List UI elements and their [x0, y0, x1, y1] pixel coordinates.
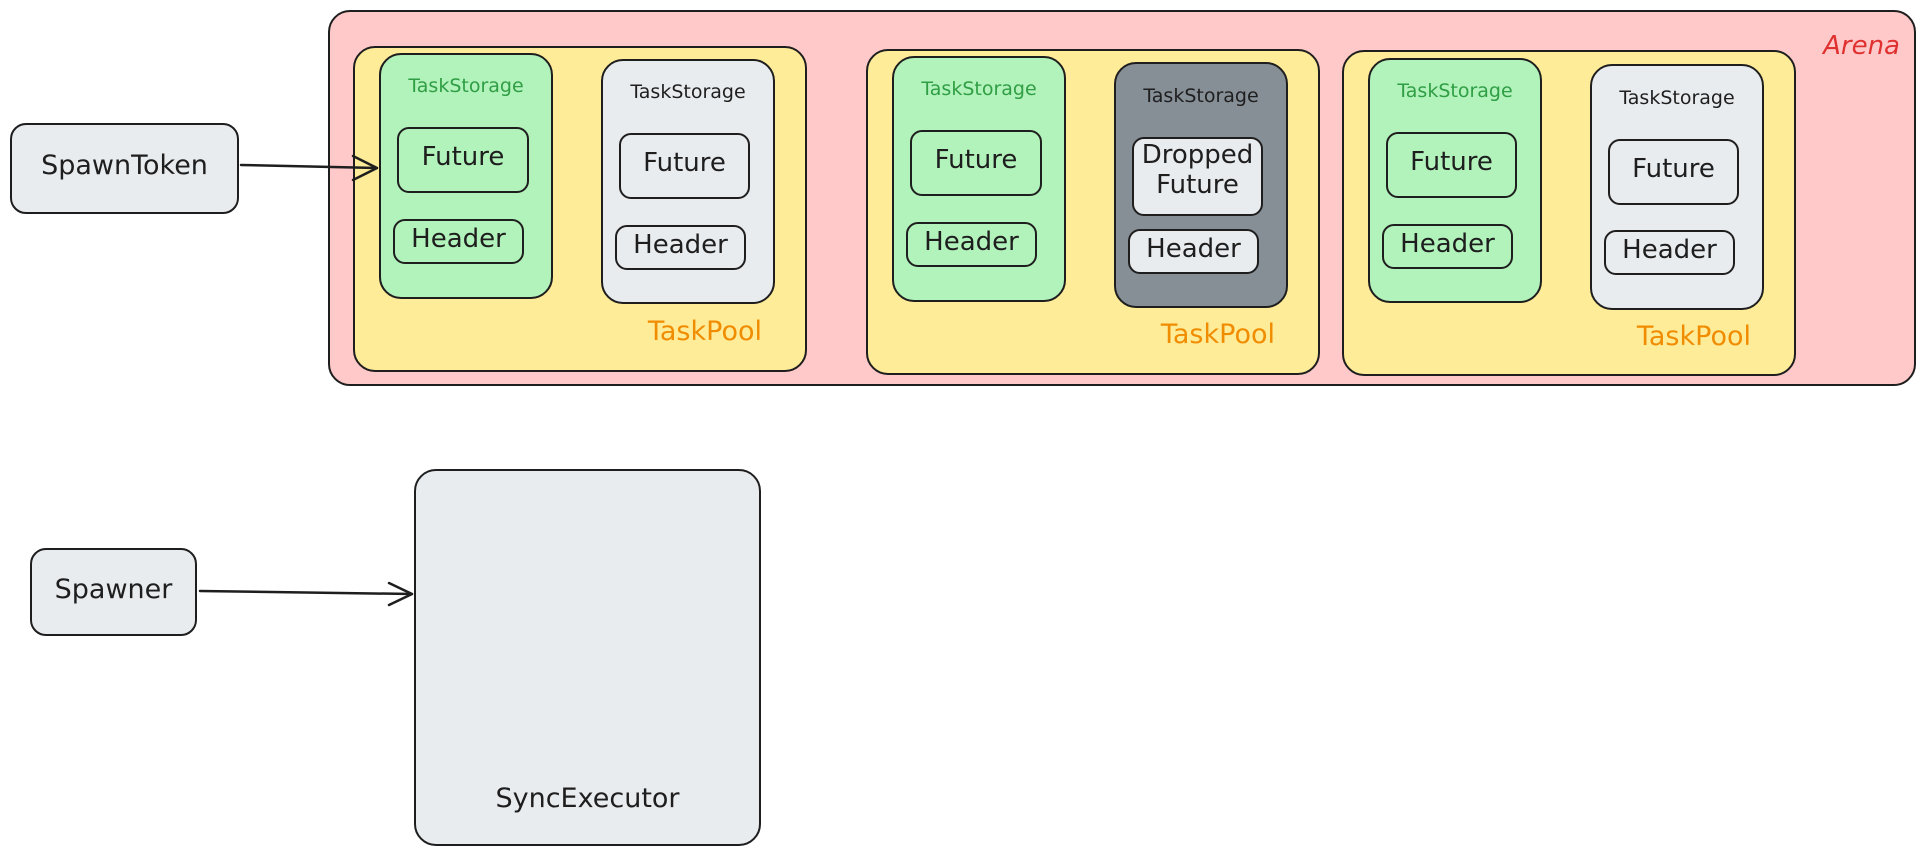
- spawn-token-box: [10, 123, 239, 214]
- header-1-1-label: Header: [411, 224, 506, 254]
- spawner-arrow: [198, 589, 414, 596]
- task-storage-3-1-label: TaskStorage: [1397, 80, 1513, 102]
- arena-label: Arena: [1823, 31, 1900, 61]
- dropped-future-2-2-label: Dropped Future: [1141, 140, 1254, 200]
- future-3-2-label: Future: [1632, 154, 1715, 184]
- sync-executor-label: SyncExecutor: [495, 783, 680, 814]
- spawner-box: [30, 548, 197, 636]
- header-3-1-label: Header: [1400, 229, 1495, 259]
- header-2-1-label: Header: [924, 227, 1019, 257]
- task-storage-3-2-label: TaskStorage: [1619, 87, 1735, 109]
- task-pool-2-label: TaskPool: [1160, 319, 1275, 350]
- task-storage-2-2-label: TaskStorage: [1143, 85, 1259, 107]
- dropped-future-2-2: [1132, 137, 1263, 216]
- spawn-token-label: SpawnToken: [41, 150, 208, 181]
- future-1-1-label: Future: [421, 142, 505, 172]
- spawn-token-arrowhead: [351, 154, 379, 182]
- future-2-1: [910, 130, 1042, 196]
- task-storage-2-1-label: TaskStorage: [921, 78, 1037, 100]
- header-1-2-label: Header: [633, 230, 728, 260]
- task-pool-1-label: TaskPool: [647, 316, 762, 347]
- spawn-token-arrow: [239, 163, 379, 170]
- header-3-2: [1604, 230, 1735, 275]
- header-1-1: [393, 219, 524, 264]
- future-3-1-label: Future: [1410, 147, 1493, 177]
- future-1-1: [397, 127, 529, 193]
- header-2-2-label: Header: [1146, 234, 1241, 264]
- future-2-1-label: Future: [934, 145, 1018, 175]
- header-1-2: [615, 225, 746, 270]
- task-pool-3-label: TaskPool: [1636, 321, 1751, 352]
- header-3-2-label: Header: [1622, 235, 1717, 265]
- future-3-2: [1608, 139, 1739, 205]
- spawner-label: Spawner: [54, 574, 173, 605]
- task-storage-1-1-label: TaskStorage: [408, 75, 524, 97]
- task-storage-1-2-label: TaskStorage: [630, 81, 746, 103]
- future-3-1: [1386, 132, 1517, 198]
- future-1-2-label: Future: [643, 148, 726, 178]
- header-3-1: [1382, 224, 1513, 269]
- future-1-2: [619, 133, 750, 199]
- spawner-arrowhead: [387, 581, 414, 607]
- header-2-2: [1128, 229, 1259, 274]
- header-2-1: [906, 222, 1037, 267]
- sync-executor-box: [414, 469, 761, 846]
